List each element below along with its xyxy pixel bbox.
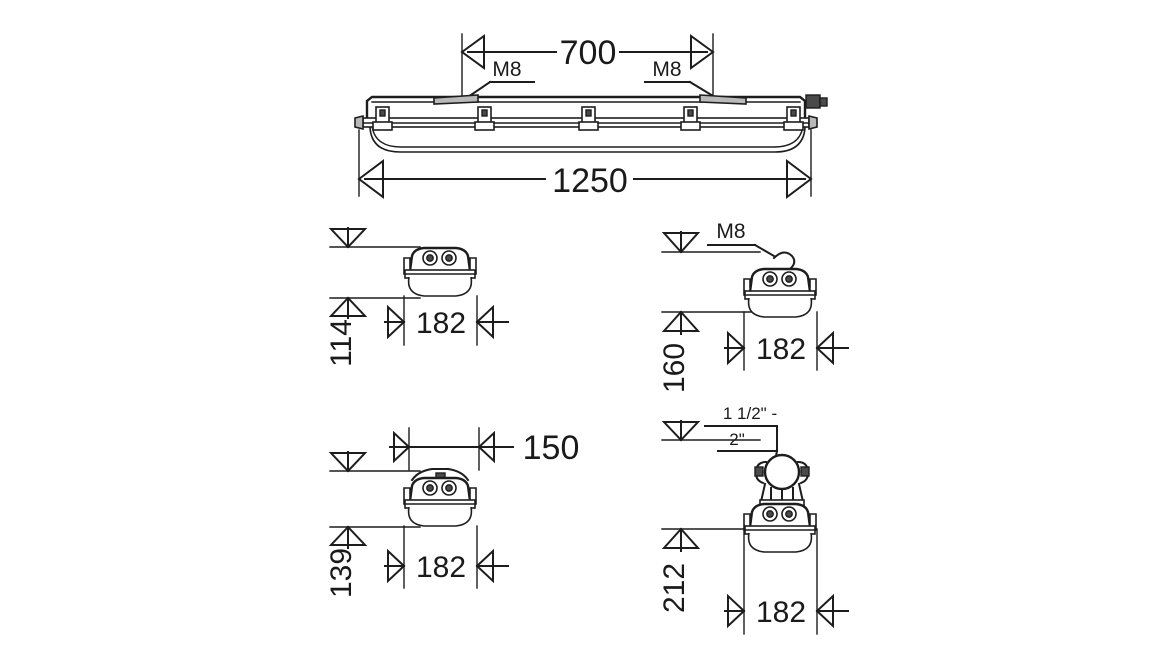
dim-150-label: 150 [523, 429, 580, 467]
dim-114-label: 114 [325, 319, 358, 367]
end-cap-right [808, 114, 818, 131]
dim-1250: 1250 [357, 129, 813, 200]
cross-section-bracket-view: 150 139 [325, 427, 580, 598]
callout-m8-right-label: M8 [652, 58, 681, 81]
cable-gland [805, 94, 828, 109]
dim-139-label: 139 [325, 548, 358, 598]
cross-section-plain-view: 114 [325, 227, 509, 367]
cross-section-eyebolt-view: 160 M8 [658, 220, 849, 393]
callout-m8-left-label: M8 [492, 58, 521, 81]
dim-182-bottom-left-label: 182 [416, 551, 466, 584]
dim-182-top-left-label: 182 [416, 307, 466, 340]
dim-139: 139 [325, 451, 421, 598]
mounting-pads [433, 94, 747, 105]
dim-700-label: 700 [560, 34, 617, 72]
section-body-plain [403, 246, 477, 297]
end-cap-left [354, 114, 364, 131]
mounting-bracket-wings [410, 467, 470, 482]
callout-pipe-size-line2: 2" [729, 430, 745, 449]
callout-pipe-size-line1: 1 1/2" - [723, 404, 777, 423]
dim-1250-label: 1250 [552, 162, 628, 200]
dim-182-bottom-left: 182 [384, 525, 509, 589]
dim-182-top-right: 182 [724, 311, 849, 371]
section-body-eyebolt [743, 267, 817, 318]
dim-212-label: 212 [658, 563, 691, 613]
dim-182-bottom-right-label: 182 [756, 596, 806, 629]
dim-700: 700 [460, 33, 715, 99]
mounting-clip [578, 106, 599, 131]
mounting-clip [474, 106, 495, 131]
side-elevation-view: 700 M8 M8 [354, 33, 828, 200]
cross-section-pipe-clamp-view: 212 1 1/2" - 2" [658, 404, 849, 635]
eyebolt [772, 251, 796, 270]
dim-150: 150 [389, 427, 580, 471]
mounting-clip [372, 106, 393, 131]
dim-114: 114 [325, 227, 421, 367]
callout-m8-right: M8 [644, 58, 720, 101]
section-body-bracket [403, 476, 477, 527]
mounting-clip [783, 106, 804, 131]
pipe-clamp [754, 453, 810, 508]
dim-182-bottom-right: 182 [724, 528, 849, 635]
section-body-pipe-clamp [743, 502, 817, 553]
callout-m8-section-label: M8 [716, 220, 745, 243]
dim-182-top-right-label: 182 [756, 333, 806, 366]
callout-pipe-size: 1 1/2" - 2" [704, 404, 779, 472]
callout-m8-section: M8 [707, 220, 776, 258]
dim-212: 212 [658, 420, 761, 613]
mounting-clips [372, 106, 804, 131]
dim-160-label: 160 [658, 343, 691, 393]
dim-182-top-left: 182 [384, 295, 509, 346]
mounting-clip [680, 106, 701, 131]
callout-m8-left: M8 [463, 58, 535, 101]
